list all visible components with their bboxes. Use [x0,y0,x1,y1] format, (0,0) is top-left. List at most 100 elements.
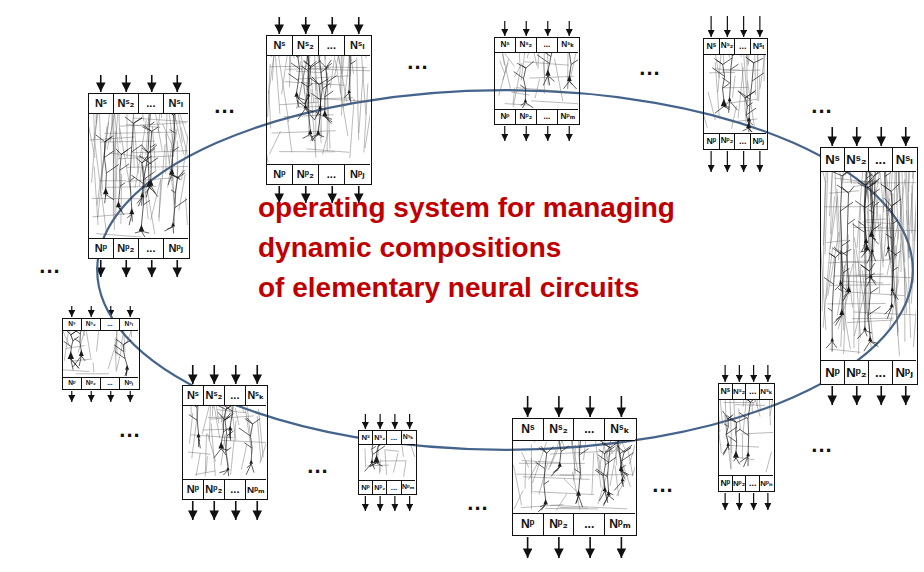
neuron-label: Nᵖ₂ [721,137,734,145]
neuron-label: Nˢ [707,42,717,51]
signal-arrow [130,306,131,317]
signal-arrow [151,75,153,92]
dendrite-lines [536,441,634,512]
neuron-label: Nᵖⱼ [124,380,133,387]
fiber-lines [821,172,916,356]
neuron-label: Nᵖ [361,484,370,492]
neuron-label: Nˢ [500,41,509,49]
neuron-cell: Nˢ₂ [293,36,319,55]
neuron-cell: Nˢ₂ [845,148,869,171]
signal-arrow [305,17,307,34]
soma-shapes [103,168,175,231]
neuron-label: Nᵖⱼ [753,137,765,146]
neural-circuit: NˢNˢ₂...NˢₗNᵖNᵖ₂...Nᵖⱼ [703,38,768,150]
neuron-cell: Nˢ₂ [82,319,101,330]
neuron-label: Nˢ₂ [117,98,134,109]
neuron-cell: ... [537,110,558,124]
dendrite-lines [723,400,760,467]
neuron-cell: Nˢ [359,431,373,444]
input-row: NˢNˢ₂...Nˢₗ [267,36,370,56]
signal-arrow [856,386,858,405]
signal-arrow [905,386,907,405]
neuron-cell: Nˢₖ [558,38,578,52]
neuron-label: Nᵖ₂ [205,484,222,495]
signal-arrow [71,306,72,317]
neuron-cell: Nᵖₘ [605,514,635,535]
neuron-label: Nᵖⱼ [169,243,184,254]
neuron-cell: Nᵖ₂ [82,378,101,389]
signal-arrow [589,537,591,558]
neuron-label: Nᵖ [825,366,840,379]
neuron-cell: ... [101,378,120,389]
output-row: NᵖNᵖ₂...Nᵖⱼ [821,360,916,384]
soma-shapes [721,97,751,128]
signal-arrow [394,496,395,511]
neural-circuit: NˢNˢ₂...NˢₖNᵖNᵖ₂...Nᵖₘ [494,37,580,125]
signal-arrow [831,127,833,146]
signal-arrow [91,391,92,402]
signal-arrow [589,396,591,417]
neuron-cell: Nᵖ₂ [373,481,387,494]
neuron-label: ... [230,484,239,495]
signal-arrow [527,537,529,558]
neuron-label: Nᵖₘ [561,113,576,121]
signal-arrow [739,365,740,382]
soma-shapes [68,350,130,370]
fiber-lines [499,53,578,107]
neuron-cell: Nˢₗ [120,319,138,330]
output-row: NᵖNᵖ₂...Nᵖₘ [513,513,635,535]
neuron-sketch [513,441,635,512]
neuron-sketch [267,56,370,163]
neuron-label: ... [327,169,336,180]
dendrite-lines [712,55,764,132]
signal-arrow [365,414,366,429]
neuron-cell: Nᵖ₂ [204,480,225,499]
signal-arrow [727,151,728,172]
signal-arrow [621,396,623,417]
signal-arrow [256,365,258,384]
neuron-label: ... [875,366,886,379]
neuron-sketch [704,55,766,132]
neuron-cell: Nᵖ₂ [845,361,869,384]
signal-arrow [380,496,381,511]
neuron-cell: Nˢ [704,39,720,54]
neuron-cell: Nᵖ [267,165,293,184]
signal-arrow [213,501,215,520]
input-row: NˢNˢ₂...Nˢₖ [183,386,266,406]
neuron-cell: Nᵖₙ [760,476,773,491]
input-row: NˢNˢ₂...Nˢₖ [719,384,773,400]
signal-arrow [526,21,527,36]
neuron-label: Nˢ₂ [721,42,734,50]
neuron-label: Nᵖⱼ [350,169,365,180]
neuron-label: Nᵖₘ [609,518,630,530]
signal-arrow [880,127,882,146]
signal-arrow [711,16,712,37]
neuron-cell: Nᵖ₂ [293,165,319,184]
neuron-sketch [183,406,266,478]
neuron-label: ... [146,98,155,109]
neuron-label: Nˢₗ [350,40,365,51]
ellipsis-mark: ... [811,434,832,456]
signal-arrow [711,151,712,172]
neuron-cell: Nᵖ [89,239,114,258]
neural-circuit: NˢNˢ₂...NˢₗNᵖNᵖ₂... Nᵖⱼ [266,35,372,185]
neuron-label: Nᵖ [720,479,730,488]
neuron-cell: Nˢ₂ [516,38,537,52]
signal-arrow [753,493,754,510]
neuron-label: ... [584,423,594,435]
neural-circuit: NˢNˢ₂...NˢₗNᵖNᵖ₂...Nᵖⱼ [62,318,140,390]
signal-arrow [743,151,744,172]
soma-shapes [543,462,624,505]
neuron-cell: Nˢ₂ [373,431,387,444]
neuron-label: Nˢₖ [403,434,414,441]
neuron-label: ... [584,518,594,530]
signal-arrow [905,127,907,146]
signal-arrow [767,365,768,382]
neuron-cell: ... [387,431,401,444]
signal-arrow [125,260,127,277]
signal-arrow [409,414,410,429]
neural-circuit: NˢNˢ₂...NˢₖNᵖNᵖ₂...Nᵖₘ [182,385,268,500]
signal-arrow [759,151,760,172]
signal-arrow [213,365,215,384]
signal-arrow [856,127,858,146]
